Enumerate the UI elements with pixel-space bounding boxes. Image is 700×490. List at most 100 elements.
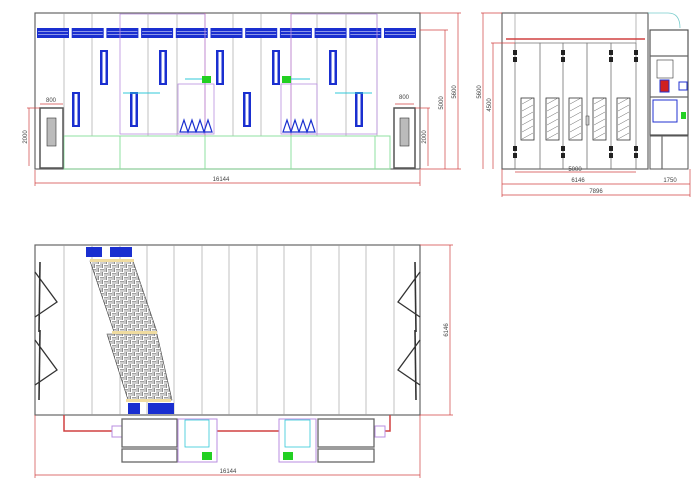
louver	[384, 28, 416, 38]
heat-unit	[121, 418, 178, 448]
door-hinge	[609, 57, 613, 62]
grating-support	[90, 259, 134, 262]
door-hinge	[634, 50, 638, 55]
plan-louver	[128, 403, 140, 414]
door-hinge	[609, 50, 613, 55]
dim-front-length: 16144	[213, 177, 230, 183]
louver	[349, 28, 382, 38]
control-cabinet	[649, 29, 689, 136]
grating-support	[112, 331, 157, 334]
main-doors[interactable]	[513, 42, 638, 170]
bracket-arm	[34, 271, 58, 318]
dim-door-width: 5000	[568, 167, 582, 173]
bracket-post	[414, 329, 417, 401]
louver	[314, 28, 347, 38]
bracket-arm	[34, 339, 58, 386]
door-window	[568, 97, 583, 141]
side-outline	[501, 12, 649, 170]
door-hinge	[513, 50, 517, 55]
front-section-frame	[177, 83, 215, 135]
light-tube	[102, 52, 106, 83]
window-hatch	[593, 118, 606, 126]
front-base-frame	[63, 135, 391, 170]
window-hatch	[521, 104, 534, 112]
louver	[37, 28, 69, 38]
window-hatch	[521, 132, 534, 140]
light-tube	[161, 52, 165, 83]
bracket-post	[414, 261, 417, 333]
fan-motor-icon	[681, 112, 686, 119]
dim-door-width-right: 800	[399, 95, 410, 101]
window-hatch	[593, 97, 606, 105]
light-tube	[74, 94, 78, 125]
window-hatch	[546, 132, 559, 140]
window-hatch	[521, 118, 534, 126]
fan-housing	[177, 418, 218, 463]
front-section-frame	[290, 13, 378, 135]
front-elevation-view: 16144 5000 5600 2000 800 2000 800	[23, 12, 461, 186]
dim-door-height-right: 2000	[422, 130, 428, 144]
louver	[175, 28, 208, 38]
burner-icon	[179, 118, 197, 134]
dim-cabinet-width: 1750	[663, 178, 677, 184]
window-hatch	[569, 111, 582, 119]
plan-louver	[148, 403, 174, 414]
dim-front-height-inner: 5000	[439, 96, 445, 110]
side-elevation-view: 5000 6146 1750 7896 5600 4500	[477, 12, 691, 197]
plan-louver	[110, 247, 132, 257]
window-hatch	[593, 125, 606, 133]
window-hatch	[617, 97, 630, 105]
window-hatch	[569, 104, 582, 112]
door-window	[520, 97, 535, 141]
door-hinge	[513, 57, 517, 62]
control-panel-icon	[656, 59, 674, 79]
window-hatch	[521, 97, 534, 105]
window-hatch	[521, 111, 534, 119]
burner-units	[179, 118, 316, 134]
grating-support	[126, 399, 171, 402]
door-leaf	[586, 42, 612, 170]
louver	[245, 28, 278, 38]
dim-door-height: 4500	[487, 98, 493, 112]
louver	[106, 28, 139, 38]
front-louvers	[37, 28, 416, 38]
window-hatch	[569, 125, 582, 133]
burner-icon	[659, 79, 670, 93]
bracket-arm	[397, 271, 421, 318]
dim-front-height-total: 5600	[452, 85, 458, 99]
door-hinge	[609, 146, 613, 151]
window-hatch	[593, 111, 606, 119]
plan-outline	[34, 244, 421, 416]
dim-door-width-left: 800	[46, 98, 57, 104]
front-section-frame	[119, 13, 206, 135]
door-hinge	[561, 153, 565, 158]
door-window-right	[399, 117, 410, 147]
light-tube	[245, 94, 249, 125]
fan-unit-icon	[652, 99, 678, 123]
window-hatch	[617, 118, 630, 126]
door-window	[545, 97, 560, 141]
fan-duct	[184, 419, 210, 448]
heat-unit	[317, 418, 375, 448]
window-hatch	[617, 125, 630, 133]
dim-plan-width: 6146	[444, 323, 450, 337]
window-hatch	[546, 118, 559, 126]
louver	[210, 28, 243, 38]
window-hatch	[617, 111, 630, 119]
door-hinge	[634, 153, 638, 158]
fan-motor-icon	[202, 76, 211, 83]
window-hatch	[546, 125, 559, 133]
door-handle[interactable]	[585, 115, 590, 126]
light-tube	[274, 52, 278, 83]
door-hinge	[634, 146, 638, 151]
front-section-frame	[280, 83, 318, 135]
pump-icon	[678, 81, 688, 91]
door-window-left	[46, 117, 57, 147]
dim-booth-width: 6146	[571, 178, 585, 184]
louver	[279, 28, 312, 38]
burner-icon	[195, 118, 213, 134]
dim-side-height-total: 5600	[477, 85, 483, 99]
window-hatch	[569, 118, 582, 126]
fan-motor-icon	[202, 452, 212, 460]
